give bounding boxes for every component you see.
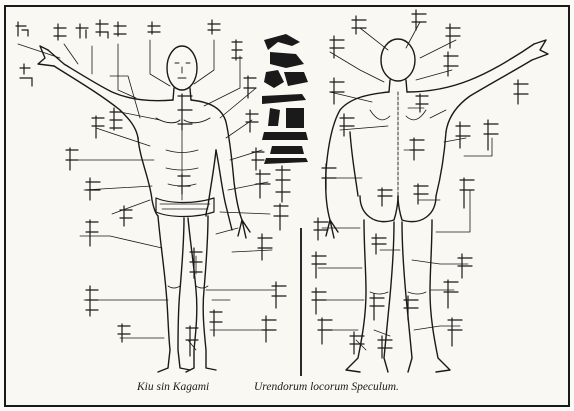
label-glyph — [276, 166, 290, 202]
label-glyph — [458, 254, 472, 278]
label-glyph — [312, 288, 326, 314]
label-glyph — [444, 280, 458, 308]
label-glyph — [274, 204, 288, 230]
label-glyph — [178, 94, 192, 130]
label-glyph — [262, 316, 276, 342]
label-glyph — [446, 24, 460, 48]
label-glyph — [96, 20, 108, 38]
label-glyph — [322, 164, 336, 190]
label-glyph — [444, 52, 458, 76]
label-glyph — [484, 120, 498, 150]
caption-japanese: Kiu sin Kagami — [137, 381, 209, 393]
label-glyph — [92, 116, 104, 138]
label-glyph — [460, 178, 474, 208]
label-glyph — [246, 110, 258, 132]
label-glyph — [370, 294, 384, 320]
label-glyph — [312, 252, 326, 278]
front-leader-lines — [18, 40, 276, 350]
label-glyph — [330, 36, 344, 58]
label-glyph — [244, 76, 256, 98]
label-glyph — [448, 318, 462, 346]
label-glyph — [20, 64, 32, 86]
label-glyph — [16, 22, 28, 36]
label-glyph — [410, 138, 424, 160]
front-figure — [38, 46, 250, 372]
label-glyph — [416, 94, 428, 112]
label-glyph — [314, 218, 328, 240]
label-glyph — [256, 170, 270, 198]
label-glyph — [118, 324, 130, 342]
label-glyph — [378, 188, 392, 206]
back-leader-lines — [318, 22, 492, 350]
label-glyph — [318, 318, 332, 344]
label-glyph — [148, 22, 160, 34]
label-glyph — [412, 10, 426, 30]
label-glyph — [86, 286, 98, 316]
label-glyph — [178, 174, 190, 194]
label-glyph — [232, 40, 242, 60]
label-glyph — [272, 282, 286, 308]
label-glyph — [114, 22, 126, 36]
label-glyph — [208, 20, 220, 34]
back-figure — [326, 39, 548, 372]
label-glyph — [110, 108, 122, 130]
label-glyph — [330, 78, 344, 104]
label-glyph — [54, 24, 66, 40]
label-glyph — [514, 80, 528, 104]
label-glyph — [372, 234, 386, 254]
caption-latin: Urendorum locorum Speculum. — [254, 381, 399, 393]
label-glyph — [258, 234, 272, 260]
label-glyph — [66, 148, 78, 170]
label-glyph — [86, 220, 98, 246]
column-divider — [300, 228, 302, 376]
label-glyph — [76, 24, 88, 38]
title-calligraphy — [262, 34, 308, 164]
label-glyph — [404, 296, 418, 320]
label-glyph — [414, 184, 428, 204]
label-glyph — [340, 114, 354, 136]
label-glyph — [456, 122, 470, 148]
label-glyph — [210, 310, 222, 336]
